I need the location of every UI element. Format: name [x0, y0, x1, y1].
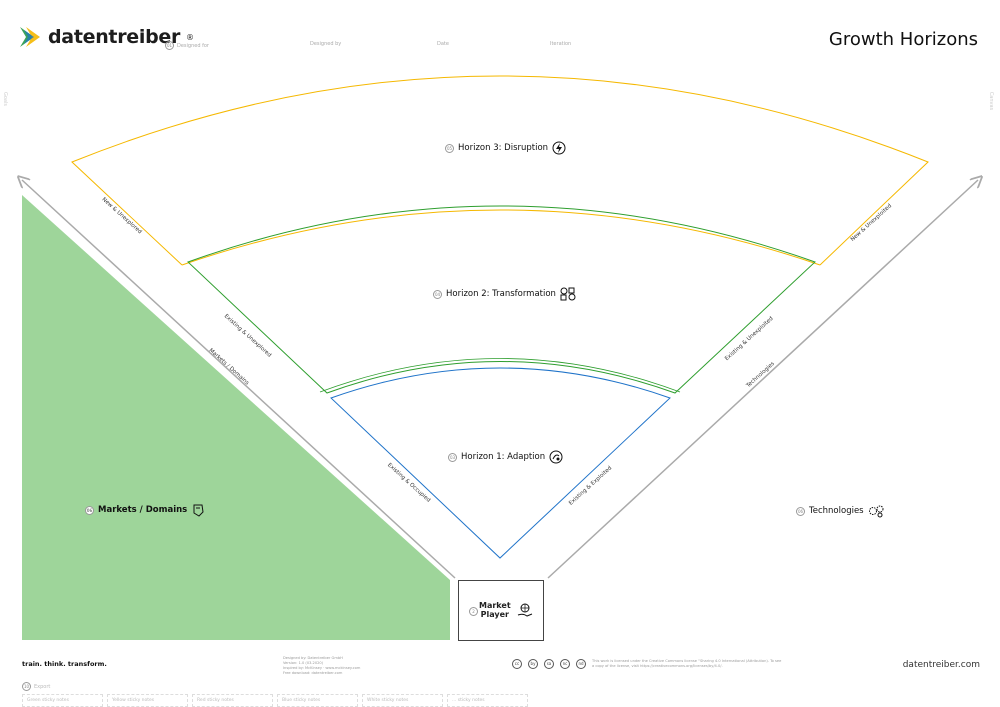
market-player-box[interactable]: 2 Market Player — [458, 580, 544, 641]
tagline: train. think. transform. — [22, 660, 107, 668]
markets-domains-label: 06 Markets / Domains — [85, 503, 205, 517]
right-side-label: Canvas — [988, 91, 995, 111]
nd-icon: nd — [576, 659, 586, 669]
page-title: Growth Horizons — [828, 29, 978, 50]
brand-logo: datentreiber ® — [20, 26, 194, 48]
horizon-2-label: 04 Horizon 2: Transformation — [433, 287, 576, 301]
horizon-3-inner-edge — [181, 209, 821, 266]
sticky-other[interactable]: ... sticky notes — [447, 694, 528, 707]
market-player-label: Market Player — [479, 601, 511, 619]
gears-icon — [868, 505, 884, 518]
horizon-2-inner-edge — [319, 358, 681, 393]
horizon-1-label: 03 Horizon 1: Adaption — [448, 450, 563, 464]
designed-by-field[interactable]: Designed by — [310, 41, 342, 47]
markets-axis — [22, 180, 456, 579]
brand-mark: ® — [186, 32, 195, 42]
markets-area[interactable] — [22, 195, 450, 640]
sticky-green[interactable]: Green sticky notes — [22, 694, 103, 707]
iteration-field[interactable]: Iteration — [550, 41, 572, 47]
footer-url[interactable]: datentreiber.com — [902, 660, 980, 670]
by-icon: by — [528, 659, 538, 669]
date-field[interactable]: Date — [437, 41, 449, 47]
cc-icon: cc — [512, 659, 522, 669]
sticky-white[interactable]: White sticky notes — [362, 694, 443, 707]
sticky-notes-legend: Green sticky notes Yellow sticky notes R… — [22, 694, 982, 707]
nc-icon: nc — [560, 659, 570, 669]
horizon-3-band[interactable] — [71, 75, 929, 266]
credits: Designed by: Datentreiber GmbH Version: … — [283, 656, 361, 675]
sa-icon: sa — [544, 659, 554, 669]
sticky-red[interactable]: Red sticky notes — [192, 694, 273, 707]
shapes-icon — [560, 287, 576, 301]
hand-globe-icon — [517, 603, 533, 617]
horizon-3-label: 05 Horizon 3: Disruption — [445, 141, 566, 155]
sticky-yellow[interactable]: Yellow sticky notes — [107, 694, 188, 707]
sticky-blue[interactable]: Blue sticky notes — [277, 694, 358, 707]
horizon-2-band[interactable] — [187, 205, 816, 394]
lightning-icon — [552, 141, 566, 155]
left-side-label: Goals — [2, 92, 8, 106]
technologies-label: 06 Technologies — [796, 504, 886, 518]
market-player-num: 2 — [469, 607, 478, 616]
license-text: This work is licensed under the Creative… — [592, 659, 782, 668]
hand-icon — [193, 504, 204, 517]
horizon-1-band[interactable] — [330, 367, 671, 559]
technologies-axis — [547, 180, 978, 579]
datentreiber-logo-icon — [20, 27, 40, 47]
adaption-icon — [549, 450, 563, 464]
brand-name: datentreiber — [48, 26, 181, 48]
